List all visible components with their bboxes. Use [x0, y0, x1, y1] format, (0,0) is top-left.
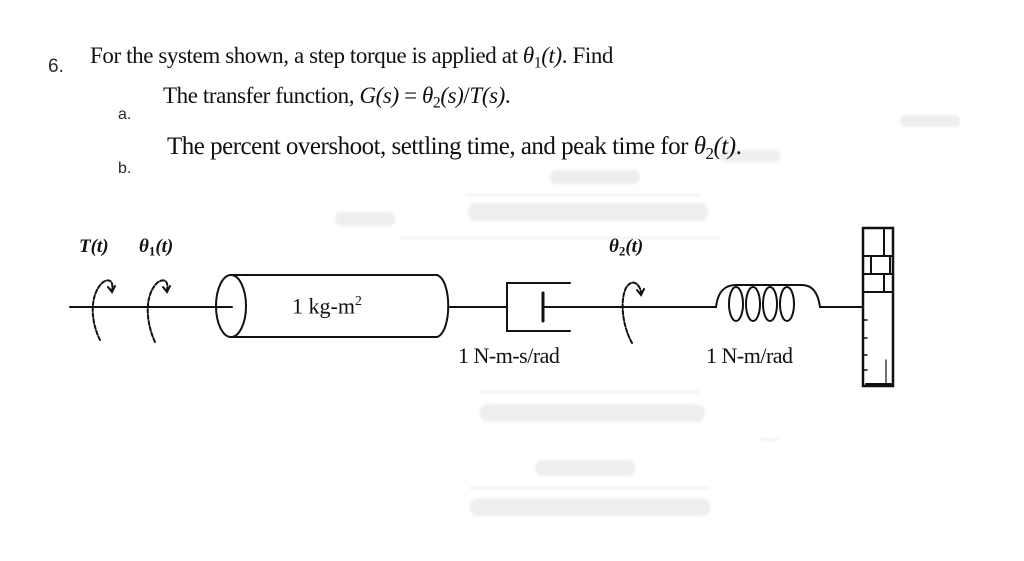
torque-label: T(t) — [79, 236, 109, 257]
statement-suffix: . Find — [561, 43, 614, 68]
ground-wall — [861, 226, 895, 388]
inertia-cylinder — [215, 274, 450, 338]
theta2-label: θ2(t) — [609, 236, 644, 259]
theta2-symbol: θ2(t) — [693, 133, 736, 163]
statement-prefix: For the system shown, a step torque is a… — [90, 43, 523, 68]
torque-arrow-icon — [91, 279, 116, 341]
theta2-rotation-arrow-icon — [621, 281, 645, 344]
transfer-function-lhs: G(s) — [359, 83, 399, 108]
part-b-label: b. — [118, 160, 132, 177]
theta1-rotation-arrow-icon — [146, 279, 171, 343]
inertia-label: 1 kg-m2 — [292, 293, 362, 319]
theta1-label: θ1(t) — [139, 236, 174, 259]
problem-statement: For the system shown, a step torque is a… — [90, 43, 613, 72]
spring-label: 1 N-m/rad — [706, 343, 793, 368]
problem-number: 6. — [48, 56, 64, 77]
transfer-function-denominator: T(s) — [469, 83, 505, 108]
transfer-function-numerator: θ2(s) — [422, 83, 464, 112]
theta1-symbol: θ1(t) — [522, 43, 562, 72]
spring — [707, 284, 863, 322]
part-a-text: The transfer function, G(s) = θ2(s)/T(s)… — [163, 83, 511, 112]
part-b-text: The percent overshoot, settling time, an… — [167, 133, 742, 163]
damper — [506, 282, 709, 332]
damper-label: 1 N-m-s/rad — [458, 343, 560, 368]
part-a-label: a. — [118, 106, 132, 123]
